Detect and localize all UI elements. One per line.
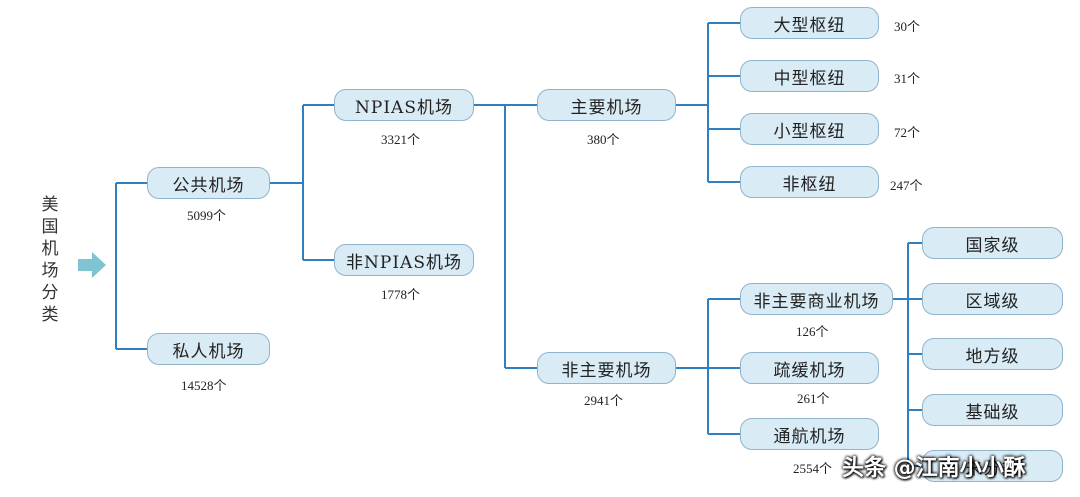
- node-reliever-airport: 疏缓机场: [740, 352, 879, 384]
- count-primary-airport: 380个: [587, 132, 620, 147]
- node-unclassified: 未分类: [922, 450, 1063, 482]
- count-medium-hub: 31个: [894, 71, 921, 86]
- node-non-npias-airport: 非NPIAS机场: [334, 244, 474, 276]
- watermark: 头条 @江南小小酥: [842, 456, 1026, 481]
- node-basic-level: 基础级: [922, 394, 1063, 426]
- count-large-hub: 30个: [894, 19, 921, 34]
- count-small-hub: 72个: [894, 125, 921, 140]
- node-national-level: 国家级: [922, 227, 1063, 259]
- count-npias-airport: 3321个: [381, 132, 421, 147]
- count-reliever-airport: 261个: [797, 391, 830, 406]
- node-non-primary-commercial: 非主要商业机场: [740, 283, 893, 315]
- node-public-airport: 公共机场: [147, 167, 270, 199]
- node-general-aviation-airport: 通航机场: [740, 418, 879, 450]
- node-medium-hub: 中型枢纽: [740, 60, 879, 92]
- node-private-airport: 私人机场: [147, 333, 270, 365]
- count-non-hub: 247个: [890, 178, 923, 193]
- node-large-hub: 大型枢纽: [740, 7, 879, 39]
- node-non-hub: 非枢纽: [740, 166, 879, 198]
- count-general-aviation-airport: 2554个: [793, 461, 833, 476]
- node-small-hub: 小型枢纽: [740, 113, 879, 145]
- right-arrow-icon: [78, 252, 106, 278]
- count-non-primary-airport: 2941个: [584, 393, 624, 408]
- diagram-title: 美国机场分类: [41, 195, 59, 325]
- node-primary-airport: 主要机场: [537, 89, 676, 121]
- node-regional-level: 区域级: [922, 283, 1063, 315]
- node-npias-airport: NPIAS机场: [334, 89, 474, 121]
- count-non-primary-commercial: 126个: [796, 324, 829, 339]
- node-local-level: 地方级: [922, 338, 1063, 370]
- count-private-airport: 14528个: [181, 378, 227, 393]
- node-non-primary-airport: 非主要机场: [537, 352, 676, 384]
- count-public-airport: 5099个: [187, 208, 227, 223]
- count-non-npias-airport: 1778个: [381, 287, 421, 302]
